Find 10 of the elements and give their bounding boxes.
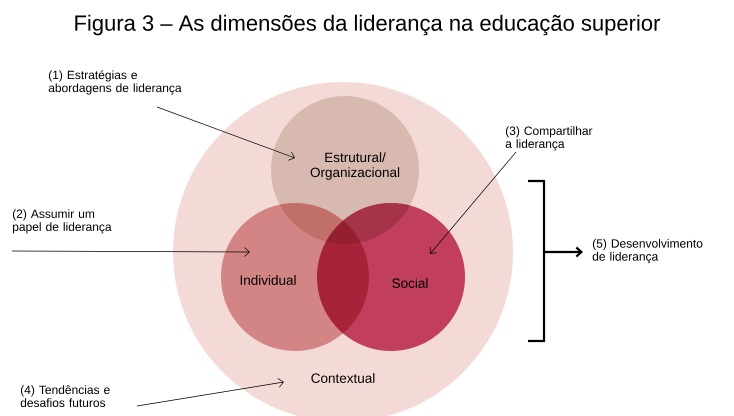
annotation-text: (5) Desenvolvimento de liderança bbox=[592, 238, 702, 264]
bracket bbox=[528, 180, 546, 342]
arrow bbox=[544, 246, 583, 258]
arrow bbox=[156, 106, 295, 161]
annotation-text: (4) Tendências e desafios futuros bbox=[20, 385, 110, 408]
arrow bbox=[136, 378, 284, 406]
annotation-text: (2) Assumir um papel de liderança bbox=[12, 209, 112, 234]
title: Figura 3 – As dimensões da liderança na educação superior bbox=[75, 14, 660, 36]
arrow bbox=[430, 152, 516, 254]
arrow bbox=[12, 247, 250, 257]
